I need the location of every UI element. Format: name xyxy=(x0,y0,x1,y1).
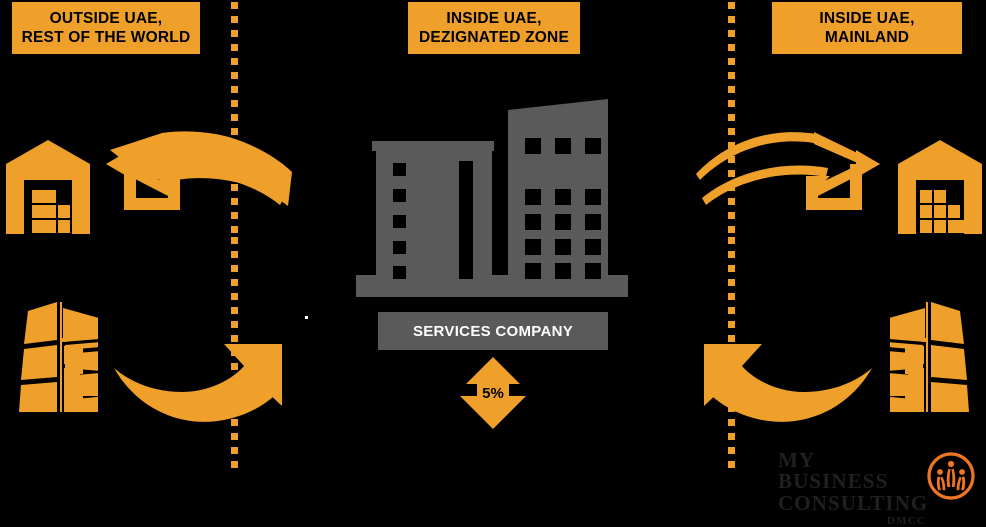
cargo-containers-icon-right xyxy=(890,302,969,412)
divider-dot xyxy=(231,72,238,79)
logo-wordmark: MY BUSINESS CONSULTING DMCC xyxy=(778,450,928,527)
divider-dot xyxy=(728,58,735,65)
divider-dot xyxy=(728,44,735,51)
services-company-label: SERVICES COMPANY xyxy=(378,312,608,350)
divider-dot xyxy=(728,433,735,440)
banner-dezignated-zone: INSIDE UAE, DEZIGNATED ZONE xyxy=(408,2,580,54)
divider-dot xyxy=(231,128,238,135)
curved-arrow-outline-left-icon xyxy=(106,131,292,210)
divider-dot xyxy=(728,16,735,23)
divider-dot xyxy=(728,335,735,342)
curved-arrow-outline-right-icon xyxy=(696,132,880,210)
my-business-consulting-emblem-icon xyxy=(927,452,975,500)
divider-dot xyxy=(231,419,238,426)
curved-arrow-solid-right-icon xyxy=(114,344,282,422)
banner-dezignated-zone-line1: INSIDE UAE, xyxy=(446,10,542,27)
divider-dot xyxy=(728,251,735,258)
banner-outside-uae-line2: REST OF THE WORLD xyxy=(21,29,191,46)
divider-dot xyxy=(728,30,735,37)
divider-dot xyxy=(728,2,735,9)
divider-dot xyxy=(728,237,735,244)
divider-dot xyxy=(231,279,238,286)
divider-dot xyxy=(231,86,238,93)
divider-dot xyxy=(231,335,238,342)
divider-dot xyxy=(231,433,238,440)
divider-dot xyxy=(231,321,238,328)
logo-line-3: DMCC xyxy=(886,515,926,527)
logo: MY BUSINESS CONSULTING DMCC xyxy=(778,450,982,527)
divider-dot xyxy=(728,279,735,286)
divider-dot xyxy=(231,16,238,23)
banner-mainland-line2: MAINLAND xyxy=(824,29,910,46)
divider-dot xyxy=(231,447,238,454)
divider-dot xyxy=(728,114,735,121)
vat-rate-value: 5% xyxy=(482,384,504,402)
banner-outside-uae-line1: OUTSIDE UAE, xyxy=(49,10,163,27)
divider-dot xyxy=(728,72,735,79)
divider-dot xyxy=(728,86,735,93)
divider-dot xyxy=(231,212,238,219)
stray-dot-artifact xyxy=(305,316,308,319)
divider-dot xyxy=(231,58,238,65)
logo-line-1: MY BUSINESS xyxy=(778,448,889,493)
divider-dot xyxy=(231,293,238,300)
divider-dot xyxy=(231,44,238,51)
divider-dot xyxy=(231,30,238,37)
divider-dot xyxy=(231,184,238,191)
divider-dot xyxy=(728,307,735,314)
divider-dot xyxy=(728,447,735,454)
divider-dot xyxy=(728,293,735,300)
divider-dot xyxy=(728,419,735,426)
diamond-shape-icon xyxy=(457,357,529,429)
cargo-containers-icon-left xyxy=(19,302,98,412)
vat-rate-badge: 5% xyxy=(457,357,529,429)
dotted-divider-line-right-upper xyxy=(728,2,735,240)
warehouse-icon-left xyxy=(6,140,90,234)
divider-dot xyxy=(231,237,238,244)
divider-dot xyxy=(231,265,238,272)
divider-dot xyxy=(728,100,735,107)
logo-line-2: CONSULTING xyxy=(778,491,929,515)
banner-outside-uae: OUTSIDE UAE, REST OF THE WORLD xyxy=(12,2,200,54)
banner-dezignated-zone-line2: DEZIGNATED ZONE xyxy=(419,29,569,46)
divider-dot xyxy=(728,461,735,468)
divider-dot xyxy=(728,156,735,163)
divider-dot xyxy=(728,226,735,233)
warehouse-icon-right xyxy=(898,140,982,234)
diagram-canvas: OUTSIDE UAE, REST OF THE WORLD INSIDE UA… xyxy=(6,2,982,527)
divider-dot xyxy=(728,265,735,272)
divider-dot xyxy=(231,461,238,468)
divider-dot xyxy=(231,114,238,121)
divider-dot xyxy=(728,128,735,135)
divider-dot xyxy=(231,251,238,258)
banner-mainland-line1: INSIDE UAE, xyxy=(819,10,915,27)
divider-dot xyxy=(231,2,238,9)
divider-dot xyxy=(231,100,238,107)
divider-dot xyxy=(728,321,735,328)
divider-dot xyxy=(231,307,238,314)
divider-dot xyxy=(728,170,735,177)
divider-dot xyxy=(728,198,735,205)
divider-dot xyxy=(231,363,238,370)
office-building-icon xyxy=(356,99,628,297)
divider-dot xyxy=(728,142,735,149)
divider-dot xyxy=(231,198,238,205)
divider-dot xyxy=(728,212,735,219)
divider-dot xyxy=(231,226,238,233)
banner-mainland: INSIDE UAE, MAINLAND xyxy=(772,2,962,54)
curved-arrow-solid-left-icon xyxy=(704,344,872,422)
